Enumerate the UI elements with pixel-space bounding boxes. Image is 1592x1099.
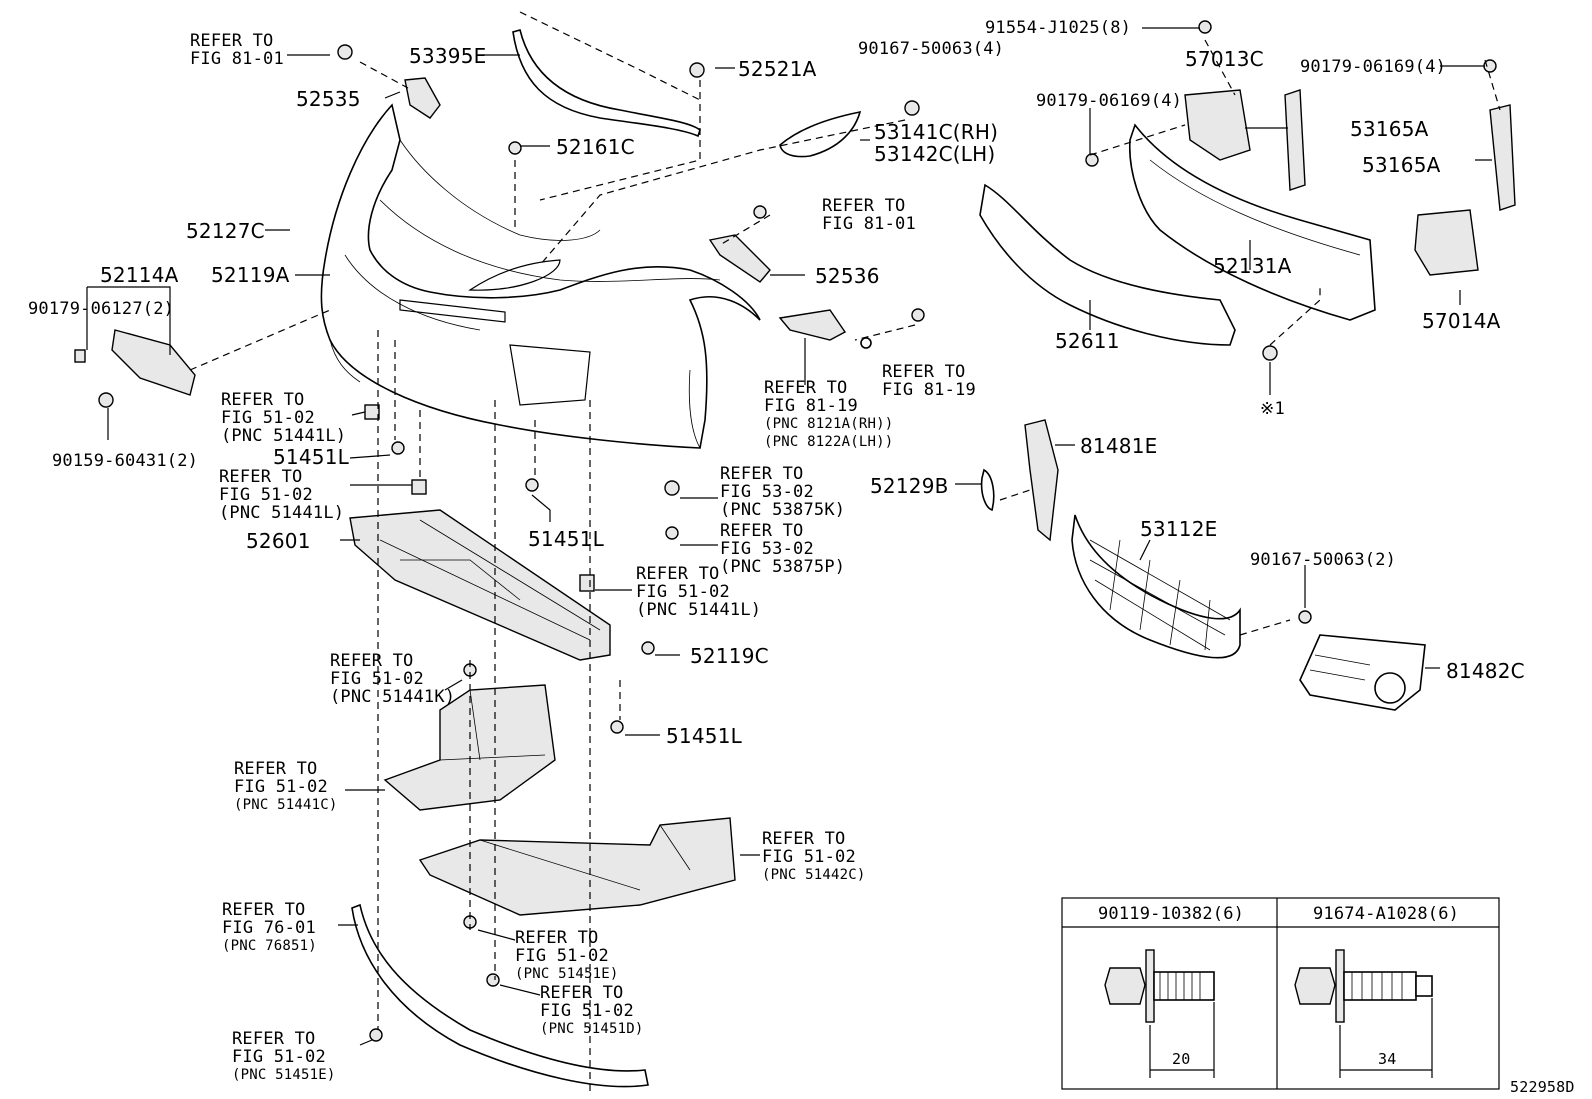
grille-53112E (1071, 514, 1241, 659)
bolt-90179-06127: 90179-06127(2) (28, 299, 175, 319)
bracket-52535 (404, 77, 441, 119)
part-52127C: 52127C (186, 219, 265, 243)
dashed-lines (189, 11, 1501, 1095)
bracket-57014A (1414, 209, 1479, 276)
bolt-90167-50063-4: 90167-50063(4) (858, 39, 1005, 59)
part-53165A-b: 53165A (1362, 153, 1441, 177)
cover-81482C (1299, 634, 1426, 711)
bolt-91554-J1025: 91554-J1025(8) (985, 18, 1132, 38)
part-52129B: 52129B (870, 474, 949, 498)
part-57013C: 57013C (1185, 47, 1264, 71)
bumper-cover-52119A (320, 103, 761, 449)
part-81481E: 81481E (1080, 434, 1158, 458)
retainer-52601 (349, 509, 611, 661)
legend-table (1061, 897, 1500, 1090)
part-52601: 52601 (246, 529, 311, 553)
legend-header-1: 90119-10382(6) (1098, 904, 1245, 924)
trim-53141C (779, 110, 862, 158)
part-52161C: 52161C (556, 135, 635, 159)
legend-dim-2: 34 (1378, 1050, 1397, 1068)
part-52611: 52611 (1055, 329, 1120, 353)
part-81482C: 81482C (1446, 659, 1525, 683)
part-53165A-a: 53165A (1350, 117, 1429, 141)
part-51451L-c: 51451L (666, 724, 742, 748)
bolt-90167-50063-2: 90167-50063(2) (1250, 550, 1397, 570)
leader-lines (86, 27, 1492, 1046)
part-52114A: 52114A (100, 263, 179, 287)
note-1: ※1 (1260, 399, 1285, 419)
reinforcement-52131A (1128, 123, 1376, 321)
bolt-90159-60431: 90159-60431(2) (52, 451, 199, 471)
part-52521A: 52521A (738, 57, 817, 81)
part-53142C: 53142C(LH) (874, 142, 996, 166)
bracket-53165A-a (1284, 89, 1306, 191)
under-cover-51442C (418, 817, 736, 916)
part-52536: 52536 (815, 264, 880, 288)
bolt-90179-06169-b: 90179-06169(4) (1300, 57, 1447, 77)
absorber-52611 (979, 183, 1236, 346)
bracket-53165A-b (1489, 104, 1516, 211)
part-52535: 52535 (296, 87, 361, 111)
side-bracket (778, 309, 847, 341)
legend-header-2: 91674-A1028(6) (1313, 904, 1460, 924)
part-52119C: 52119C (690, 644, 769, 668)
part-51451L-b: 51451L (528, 527, 604, 551)
molding-53395E (512, 29, 701, 138)
lamp-bracket-81481E (1024, 419, 1059, 542)
lower-spoiler (351, 903, 649, 1088)
part-52119A: 52119A (211, 263, 290, 287)
bracket-52536 (708, 234, 771, 283)
part-53112E: 53112E (1140, 517, 1218, 541)
bolt-90179-06169-a: 90179-06169(4) (1036, 91, 1183, 111)
part-53141C: 53141C(RH) (874, 120, 999, 144)
diagram-id: 522958D (1510, 1078, 1575, 1096)
bracket-52114A (111, 329, 196, 396)
cap-52129B (980, 468, 995, 512)
legend-dim-1: 20 (1172, 1050, 1191, 1068)
part-57014A: 57014A (1422, 309, 1501, 333)
part-51451L-a: 51451L (273, 445, 349, 469)
part-52131A: 52131A (1213, 254, 1292, 278)
bracket-57013C (1184, 89, 1251, 161)
part-53395E: 53395E (409, 44, 487, 68)
